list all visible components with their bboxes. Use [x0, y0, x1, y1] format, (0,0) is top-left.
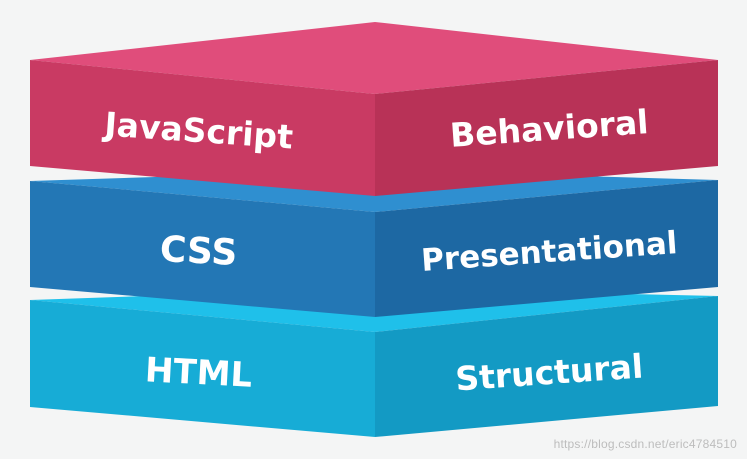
- layer-css-left-label: CSS: [159, 229, 238, 274]
- layer-javascript-left-face: [30, 60, 375, 196]
- layer-javascript-right-face: [375, 60, 718, 196]
- layer-html: HTML Structural: [30, 288, 718, 437]
- watermark-url: https://blog.csdn.net/eric4784510: [553, 437, 737, 451]
- layer-css-right-face: [375, 180, 718, 317]
- layer-css-left-face: [30, 181, 375, 317]
- layer-javascript: JavaScript Behavioral: [30, 22, 718, 196]
- layer-html-right-face: [375, 296, 718, 437]
- layer-html-left-label: HTML: [144, 350, 253, 396]
- layer-html-left-face: [30, 300, 375, 437]
- layer-javascript-top-face: [30, 22, 718, 94]
